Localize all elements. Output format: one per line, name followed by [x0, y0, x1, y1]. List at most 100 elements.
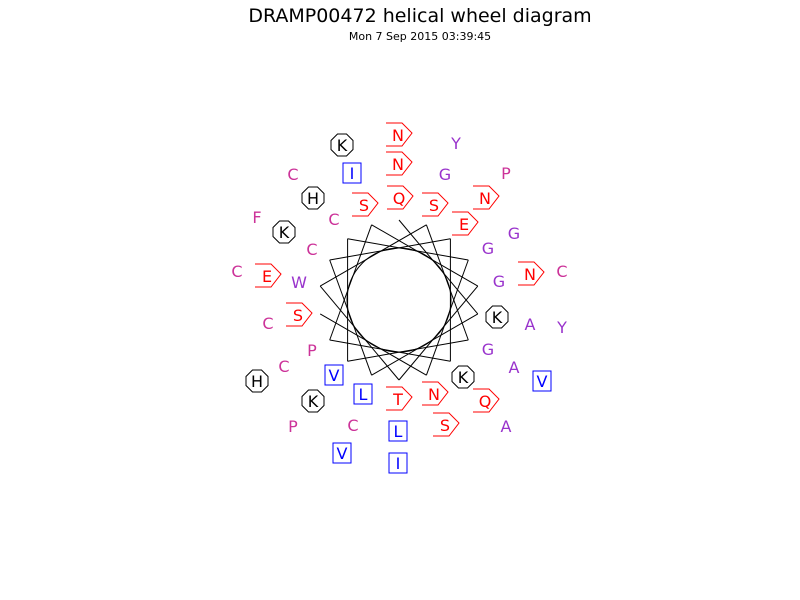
octagon-marker	[330, 133, 354, 157]
helix-backbone-line	[398, 285, 479, 381]
residue-letter: C	[231, 262, 242, 281]
residue-letter: A	[509, 358, 520, 377]
octagon-marker	[301, 389, 325, 413]
residue-letter: H	[251, 372, 263, 391]
residue-letter: C	[556, 262, 567, 281]
residue-letter: K	[308, 392, 319, 411]
residue-letter: G	[482, 239, 494, 258]
residue-19: G	[482, 239, 494, 258]
residue-letter: C	[287, 165, 298, 184]
residue-letter: L	[359, 385, 368, 404]
residue-33: G	[482, 340, 494, 359]
residue-23: W	[291, 273, 307, 292]
helix-backbone-line	[329, 238, 451, 261]
residue-17: K	[272, 220, 296, 244]
residue-letter: I	[396, 454, 401, 473]
residue-31: C	[262, 314, 273, 333]
residue-25: N	[518, 261, 545, 286]
residue-letter: K	[279, 223, 290, 242]
residue-letter: G	[508, 224, 520, 243]
residue-letter: N	[392, 126, 404, 145]
residue-letter: W	[291, 273, 307, 292]
pentagon-marker	[386, 122, 413, 147]
residue-letter: N	[428, 385, 440, 404]
residue-letter: E	[459, 215, 469, 234]
residue-letter: V	[329, 366, 340, 385]
helix-backbone-line	[371, 313, 479, 376]
helix-backbone-line	[329, 259, 373, 376]
residue-12: S	[422, 192, 449, 217]
residue-letter: Y	[556, 318, 567, 337]
pentagon-marker	[386, 386, 413, 411]
residue-15: C	[328, 210, 339, 229]
residue-37: A	[509, 358, 520, 377]
residue-letter: A	[525, 315, 536, 334]
residue-14: F	[252, 208, 261, 227]
octagon-marker	[451, 365, 475, 389]
residue-7: P	[501, 164, 511, 183]
residue-letter: E	[262, 267, 272, 286]
square-marker	[332, 442, 352, 464]
pentagon-marker	[387, 185, 414, 210]
residue-3: K	[330, 133, 354, 157]
residue-20: C	[306, 240, 317, 259]
residue-27: S	[286, 302, 313, 327]
square-marker	[388, 420, 408, 442]
pentagon-marker	[422, 381, 449, 406]
square-marker	[353, 383, 373, 405]
pentagon-marker	[433, 412, 460, 437]
residue-8: C	[287, 165, 298, 184]
square-marker	[324, 364, 344, 386]
residue-26: C	[556, 262, 567, 281]
residue-24: G	[493, 272, 505, 291]
residue-43: K	[301, 389, 325, 413]
residue-letter: G	[493, 272, 505, 291]
octagon-marker	[245, 369, 269, 393]
residue-letter: C	[347, 416, 358, 435]
octagon-marker	[272, 220, 296, 244]
residue-22: E	[255, 263, 282, 288]
square-marker	[342, 162, 362, 184]
residue-13: N	[473, 185, 500, 210]
pentagon-marker	[473, 388, 500, 413]
helix-backbone-line	[425, 259, 469, 376]
residue-letter: S	[359, 196, 369, 215]
residue-letter: S	[429, 196, 439, 215]
residue-5: I	[342, 162, 362, 184]
residue-51: I	[388, 452, 408, 474]
residue-letter: N	[392, 155, 404, 174]
residue-16: E	[452, 211, 479, 236]
helix-backbone-line	[319, 224, 427, 287]
residue-letter: T	[392, 390, 403, 409]
residue-6: G	[439, 165, 451, 184]
residue-letter: C	[262, 314, 273, 333]
residue-32: P	[307, 341, 317, 360]
residue-10: S	[352, 192, 379, 217]
residue-letter: C	[306, 240, 317, 259]
helix-backbone-line	[319, 285, 400, 381]
residue-letter: P	[307, 341, 317, 360]
diagram-timestamp: Mon 7 Sep 2015 03:39:45	[349, 30, 491, 43]
octagon-marker	[485, 305, 509, 329]
diagram-title: DRAMP00472 helical wheel diagram	[248, 5, 591, 27]
residue-38: V	[532, 370, 552, 392]
residue-letter: G	[482, 340, 494, 359]
residue-29: A	[525, 315, 536, 334]
pentagon-marker	[286, 302, 313, 327]
residue-28: K	[485, 305, 509, 329]
residue-letter: S	[293, 306, 303, 325]
helix-backbone-line	[425, 224, 469, 341]
square-marker	[532, 370, 552, 392]
residue-letter: C	[278, 357, 289, 376]
residue-35: C	[278, 357, 289, 376]
octagon-marker	[301, 186, 325, 210]
residue-34: H	[245, 369, 269, 393]
residue-36: V	[324, 364, 344, 386]
square-marker	[388, 452, 408, 474]
residue-48: L	[388, 420, 408, 442]
residue-50: V	[332, 442, 352, 464]
residue-21: C	[231, 262, 242, 281]
residue-11: Q	[387, 185, 414, 210]
